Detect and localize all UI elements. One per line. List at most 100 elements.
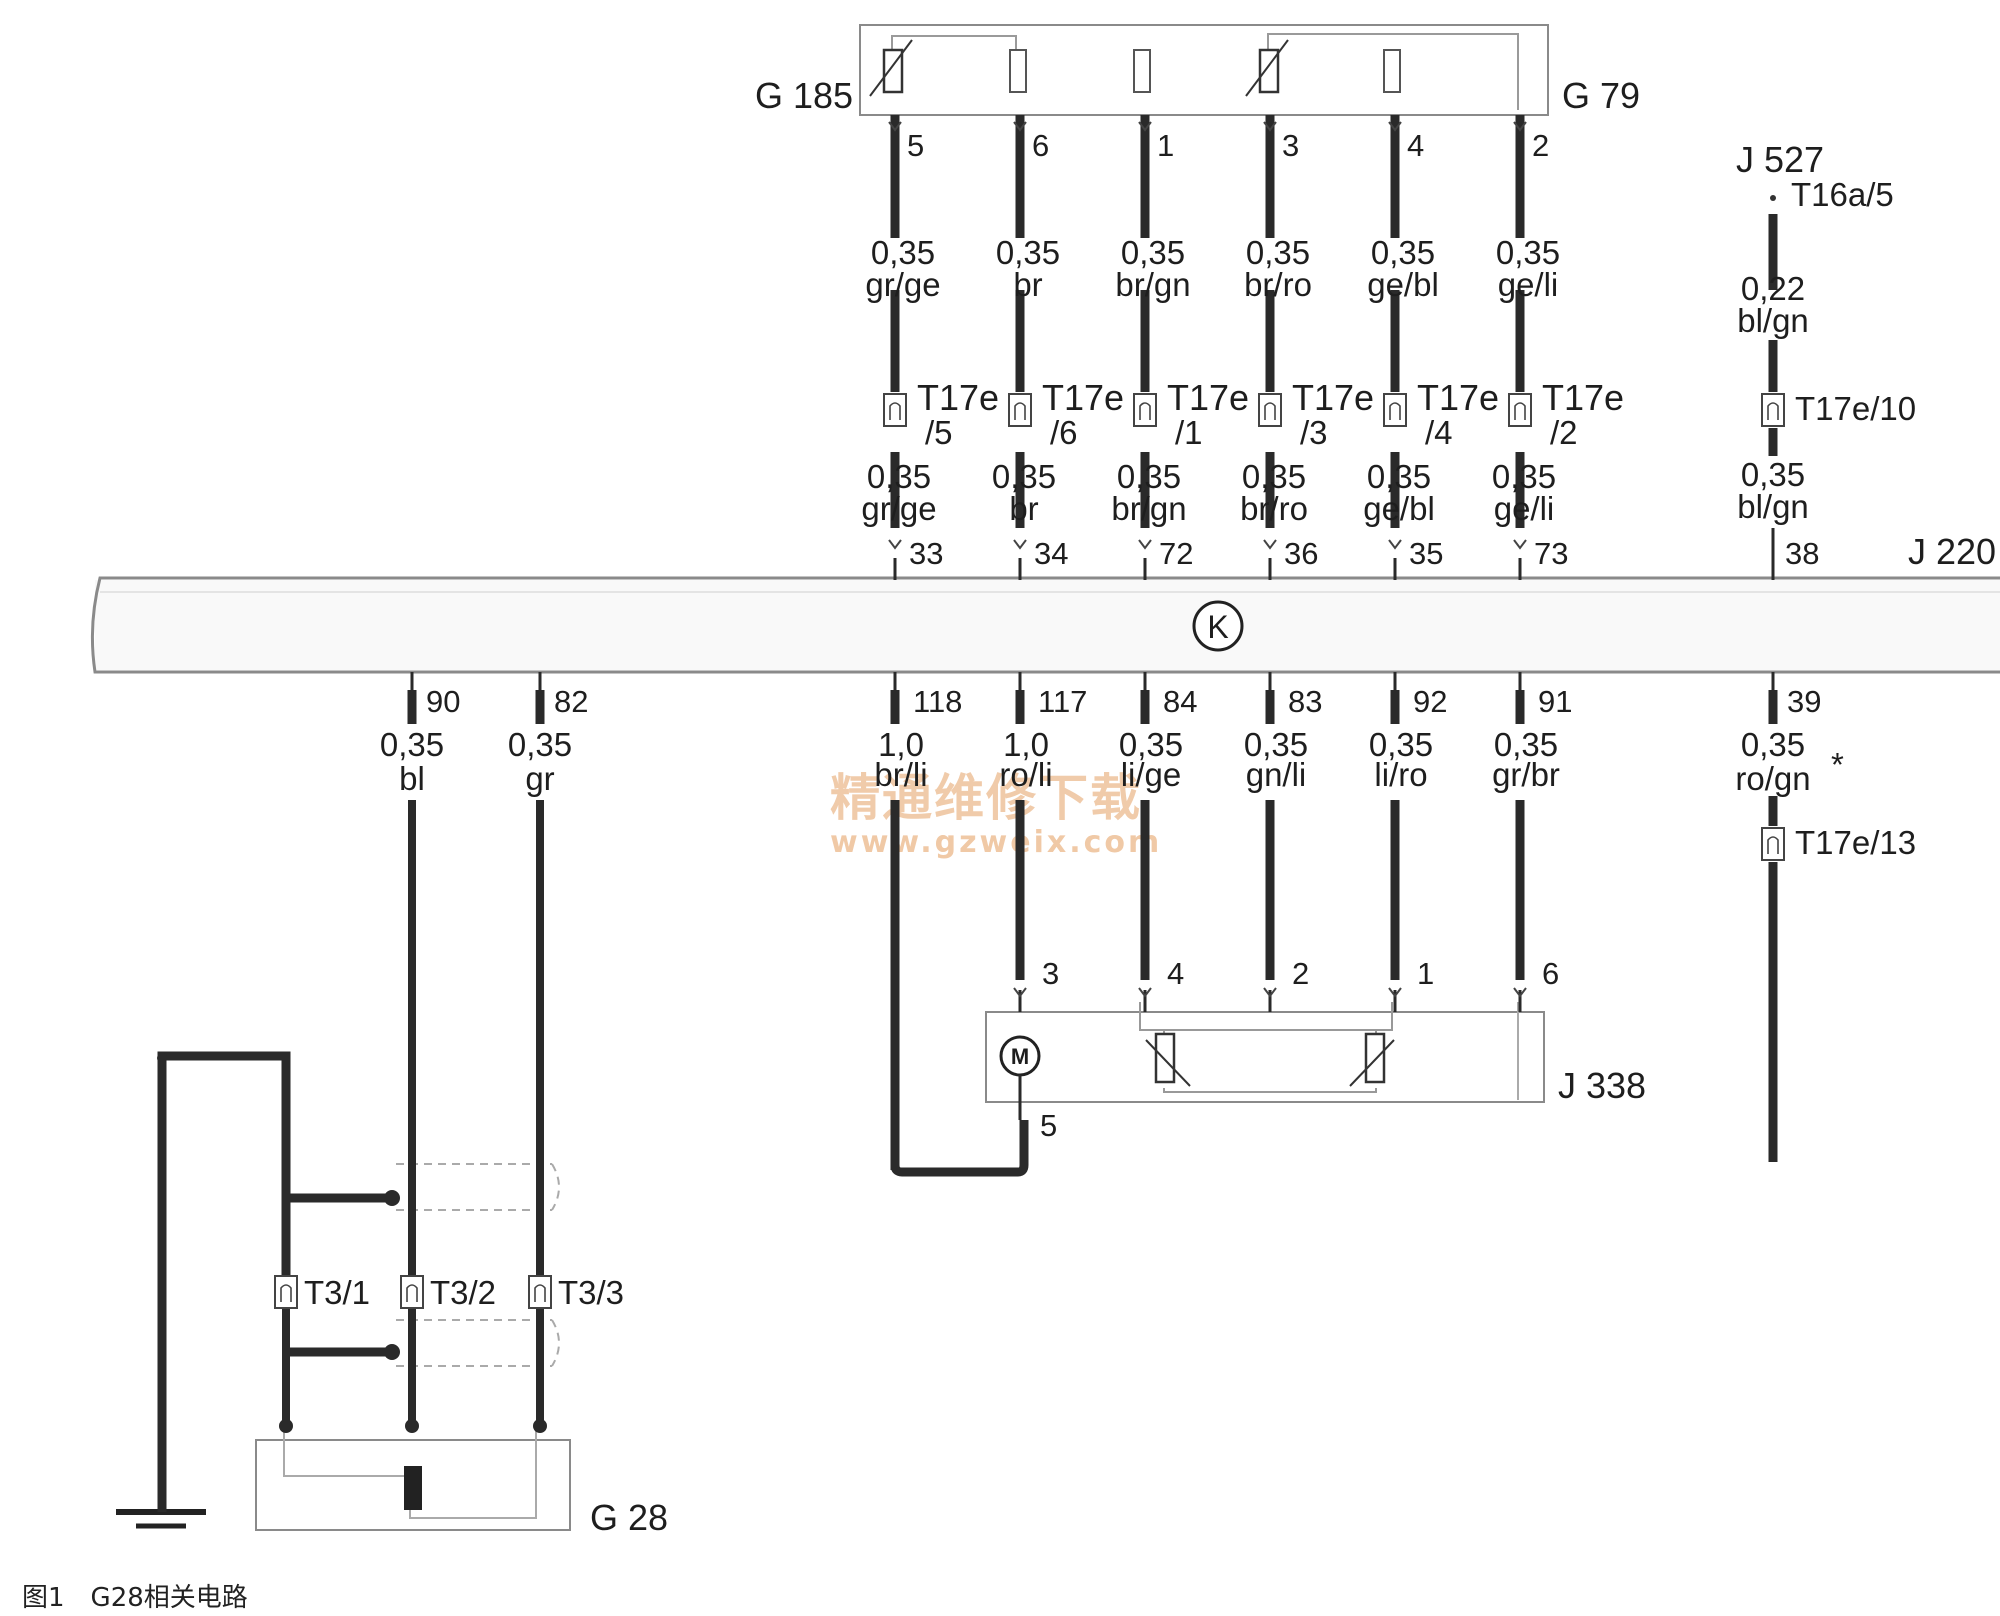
pin-arrow <box>888 539 902 550</box>
ecu-pin-number: 82 <box>554 684 588 719</box>
connector-label: T17e <box>1542 377 1624 418</box>
ecu-pin-number: 34 <box>1034 536 1068 571</box>
wire-gauge: 0,35 <box>1741 726 1805 763</box>
wire-gauge: 0,35 <box>1367 458 1431 495</box>
wire-color: gr <box>525 760 554 797</box>
wire-color: br/gn <box>1115 266 1190 303</box>
connector-t17e-inner <box>1389 402 1401 420</box>
connector-t17e <box>1383 393 1407 427</box>
ecu-pin-number: 72 <box>1159 536 1193 571</box>
wire-color: br/ro <box>1240 490 1308 527</box>
wire-gauge: 0,35 <box>1117 458 1181 495</box>
sensor-internal-line <box>1267 33 1519 110</box>
label-j527: J 527 <box>1736 139 1824 180</box>
g28-internal-line <box>409 1426 537 1519</box>
sensor-pin-number: 2 <box>1532 128 1549 163</box>
connector-label: T17e <box>917 377 999 418</box>
dynamic-wiring: 50,35gr/geT17e/50,35gr/ge3360,35brT17e/6… <box>157 115 1916 1512</box>
ecu-pin-number: 33 <box>909 536 943 571</box>
wire-gauge: 0,35 <box>1242 458 1306 495</box>
resistor <box>1133 49 1151 93</box>
j527-terminal <box>1770 195 1776 201</box>
static-layer <box>90 24 2000 1531</box>
connector-t17e-10-inner <box>1767 402 1779 420</box>
wire-color: bl/gn <box>1737 488 1809 525</box>
pin-arrow <box>1138 987 1152 998</box>
wire-color: ge/li <box>1494 490 1555 527</box>
pin-arrow <box>1263 987 1277 998</box>
wire-color: ge/bl <box>1363 490 1435 527</box>
resistor <box>1383 49 1401 93</box>
wire-gauge: 0,35 <box>1369 726 1433 763</box>
connector-t3 <box>400 1275 424 1309</box>
sensor-pin-number: 1 <box>1157 128 1174 163</box>
label-g28: G 28 <box>590 1497 668 1538</box>
cable-shield <box>396 1163 560 1367</box>
label-j338: J 338 <box>1558 1065 1646 1106</box>
connector-t3-inner <box>406 1284 418 1302</box>
wire-gauge: 0,35 <box>1492 458 1556 495</box>
g28-box <box>255 1439 571 1531</box>
wire-color: br/li <box>874 756 927 793</box>
wire-color: li/ro <box>1374 756 1427 793</box>
motor-label: M <box>1011 1044 1029 1069</box>
label-j220: J 220 <box>1908 531 1996 572</box>
ecu-pin-number: 83 <box>1288 684 1322 719</box>
connector-t3-inner <box>280 1284 292 1302</box>
ecu-pin-number: 118 <box>913 684 962 719</box>
connector-t17e-inner <box>1264 402 1276 420</box>
wire-color: ro/li <box>999 756 1052 793</box>
pin-arrow <box>1013 987 1027 998</box>
connector-t17e-inner <box>889 402 901 420</box>
sensor-pin-number: 4 <box>1407 128 1424 163</box>
ecu-k-label: K <box>1207 609 1228 645</box>
wire-gauge: 0,35 <box>1494 726 1558 763</box>
potentiometer-wiper <box>1349 1039 1395 1087</box>
j338-box <box>985 1011 1545 1103</box>
pin-arrow <box>1263 539 1277 550</box>
pin-arrow <box>1138 539 1152 550</box>
wire-color: br <box>1009 490 1038 527</box>
connector-t17e-inner <box>1014 402 1026 420</box>
wire-gauge: 0,35 <box>1121 234 1185 271</box>
wire-color: gr/ge <box>865 266 940 303</box>
pin-arrow <box>1138 121 1152 132</box>
connector-pin-label: /1 <box>1175 414 1203 451</box>
wire-gauge: 0,35 <box>1741 456 1805 493</box>
j338-pin-number: 6 <box>1542 956 1559 991</box>
shield-tap-end <box>384 1190 400 1206</box>
connector-label: T3/3 <box>558 1274 624 1311</box>
sensor-pin-number: 5 <box>907 128 924 163</box>
wire-color: br/gn <box>1111 490 1186 527</box>
connector-t17e <box>1133 393 1157 427</box>
ecu-pin-number: 91 <box>1538 684 1572 719</box>
pin-arrow <box>1388 121 1402 132</box>
pin-arrow <box>1388 539 1402 550</box>
connector-label: T17e <box>1167 377 1249 418</box>
j338-internal-line <box>1163 1088 1377 1093</box>
ecu-pin-number: 84 <box>1163 684 1197 719</box>
j338-pin-number: 4 <box>1167 956 1184 991</box>
j338-pin-number: 2 <box>1292 956 1309 991</box>
wire-color: gr/br <box>1492 756 1560 793</box>
connector-t17e <box>1258 393 1282 427</box>
connector-label: T17e <box>1417 377 1499 418</box>
j338-potentiometer <box>1364 1032 1386 1084</box>
j527-connector-label: T16a/5 <box>1791 176 1894 213</box>
connector-pin-label: /2 <box>1550 414 1578 451</box>
ecu-pin-number: 92 <box>1413 684 1447 719</box>
wire-gauge: 0,35 <box>1119 726 1183 763</box>
wire-color: gn/li <box>1246 756 1307 793</box>
pin-arrow <box>1013 539 1027 550</box>
j220-ecu-fill <box>95 580 2000 670</box>
g185-g79-box <box>859 24 1549 116</box>
ecu-pin-number: 35 <box>1409 536 1443 571</box>
connector-label: T17e/10 <box>1795 390 1916 427</box>
ground-wire <box>157 1051 291 1512</box>
connector-pin-label: /6 <box>1050 414 1078 451</box>
sensor-pin-number: 6 <box>1032 128 1049 163</box>
j338-pin-number: 3 <box>1042 956 1059 991</box>
figure-caption: 图1 G28相关电路 <box>22 1583 248 1613</box>
connector-t17e-inner <box>1514 402 1526 420</box>
